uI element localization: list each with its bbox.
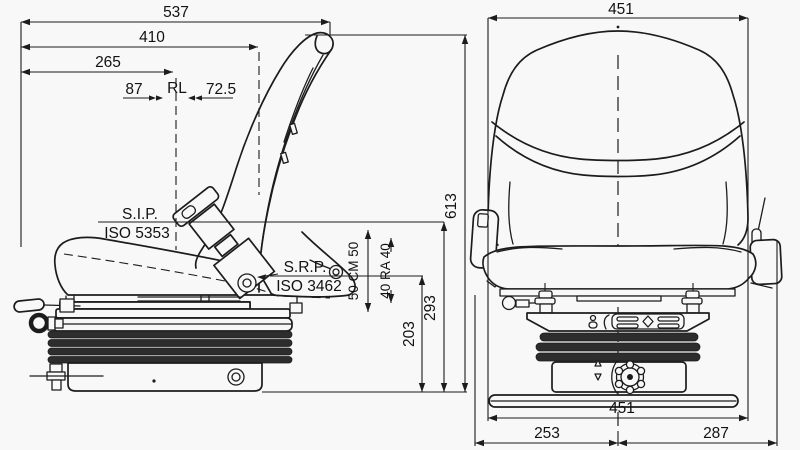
up-arrow-icon — [594, 359, 602, 367]
side-ring-knob — [28, 312, 64, 334]
label-sip-iso: ISO 5353 — [104, 225, 170, 242]
srp-pivot — [237, 273, 257, 293]
dim-overall-depth: 537 — [163, 4, 189, 21]
side-lever — [13, 298, 81, 313]
front-cushion — [482, 244, 757, 302]
side-bellows — [47, 330, 293, 364]
dim-depth-to-backrest: 410 — [139, 29, 165, 46]
label-srp-iso: ISO 3462 — [276, 278, 342, 295]
dim-overall-height: 613 — [443, 193, 460, 219]
dim-behind-rl: 72.5 — [206, 81, 236, 98]
side-rails — [51, 295, 303, 332]
front-view: 451 451 253 287 — [469, 1, 783, 447]
recliner-pivot — [328, 264, 344, 280]
backrest-seam-lower — [495, 135, 741, 178]
dim-ride-adjust: 40 RA 40 — [378, 243, 393, 299]
lever-icon — [603, 314, 610, 330]
base-roller — [227, 368, 245, 386]
dim-center-to-right: 287 — [703, 425, 729, 442]
dim-front-of-rl: 87 — [125, 81, 142, 98]
dim-cushion-reference: 265 — [95, 54, 121, 71]
side-backrest — [194, 31, 334, 293]
front-bellows — [535, 332, 701, 362]
left-belt-bracket — [469, 208, 504, 288]
dim-suspension-travel: 50 CM 50 — [346, 242, 361, 301]
front-undercarriage — [501, 283, 710, 332]
label-srp: S.R.P. — [284, 259, 327, 276]
backrest-seam-upper — [491, 121, 745, 162]
dim-base-width: 451 — [609, 400, 635, 417]
side-dimensions: 537 410 265 87 RL 72.5 613 293 — [20, 4, 469, 393]
handwheel-lever — [611, 360, 618, 394]
side-base — [29, 362, 263, 392]
dim-overall-width: 451 — [608, 1, 634, 18]
dim-sip-height: 293 — [422, 295, 439, 321]
label-sip: S.I.P. — [122, 206, 158, 223]
front-backrest — [487, 30, 749, 246]
front-dimensions: 451 451 253 287 — [474, 1, 778, 447]
front-knob — [501, 295, 517, 311]
person-icon — [589, 314, 597, 322]
dim-srp-height: 203 — [401, 321, 418, 347]
front-base — [488, 359, 739, 408]
label-reference-line: RL — [167, 80, 187, 97]
weight-scale-panel — [611, 313, 685, 330]
cushion-dashed-seam — [63, 253, 331, 299]
dim-center-to-left: 253 — [534, 425, 560, 442]
sip-measuring-jig — [172, 185, 276, 300]
down-arrow-icon — [594, 373, 602, 381]
side-view: 537 410 265 87 RL 72.5 613 293 — [13, 4, 469, 393]
